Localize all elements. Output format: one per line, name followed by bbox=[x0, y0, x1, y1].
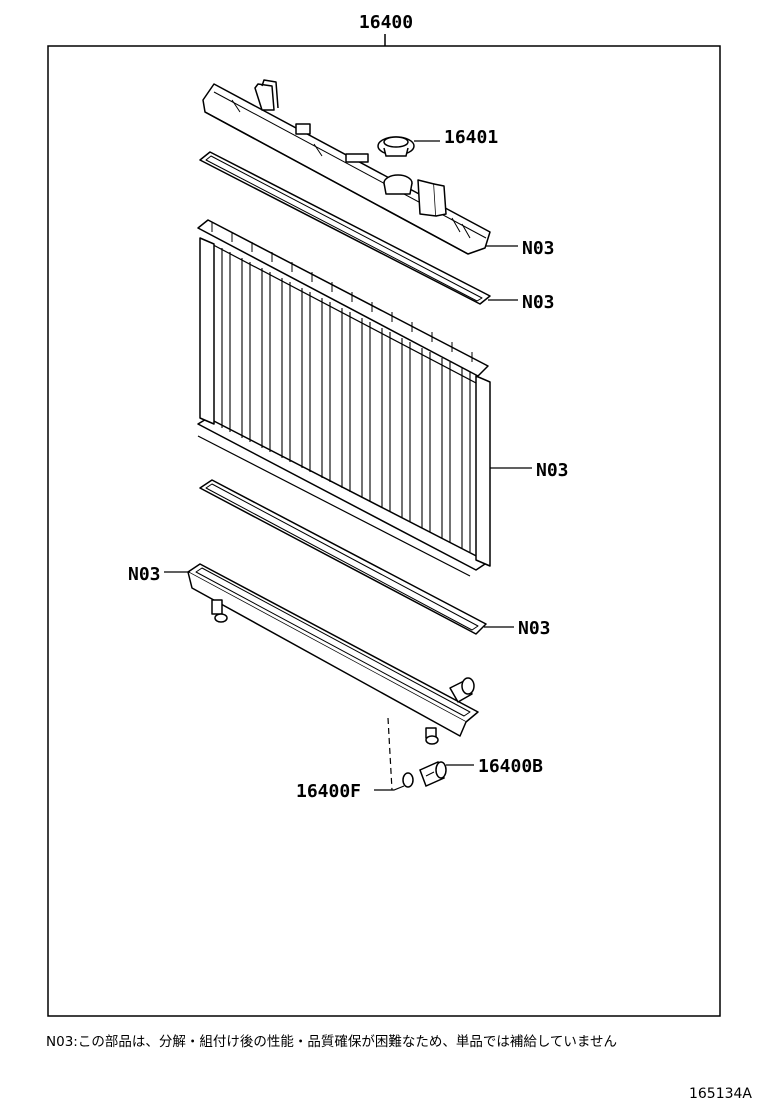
radiator-cap bbox=[377, 136, 415, 157]
tank-top-callout: N03 bbox=[522, 238, 555, 259]
drain-cock-callout: 16400B bbox=[478, 756, 543, 777]
gasket-top-callout: N03 bbox=[522, 292, 555, 313]
core-callout: N03 bbox=[536, 460, 569, 481]
drain-plug bbox=[402, 772, 414, 788]
cap-part-number: 16401 bbox=[444, 127, 498, 148]
drain-cock bbox=[419, 760, 447, 788]
lower-gasket bbox=[199, 479, 487, 635]
radiator-core bbox=[197, 219, 491, 577]
upper-tank bbox=[202, 79, 491, 255]
assembly-part-number: 16400 bbox=[359, 12, 413, 33]
assembly-frame bbox=[47, 45, 721, 1017]
gasket-bottom-callout: N03 bbox=[518, 618, 551, 639]
footnote: N03:この部品は、分解・組付け後の性能・品質確保が困難なため、単品では補給して… bbox=[46, 1034, 618, 1050]
figure-id: 165134A bbox=[688, 1086, 752, 1102]
upper-gasket bbox=[199, 151, 491, 305]
tank-bottom-callout: N03 bbox=[128, 564, 161, 585]
lower-tank bbox=[187, 563, 479, 745]
drain-plug-callout: 16400F bbox=[296, 781, 361, 802]
